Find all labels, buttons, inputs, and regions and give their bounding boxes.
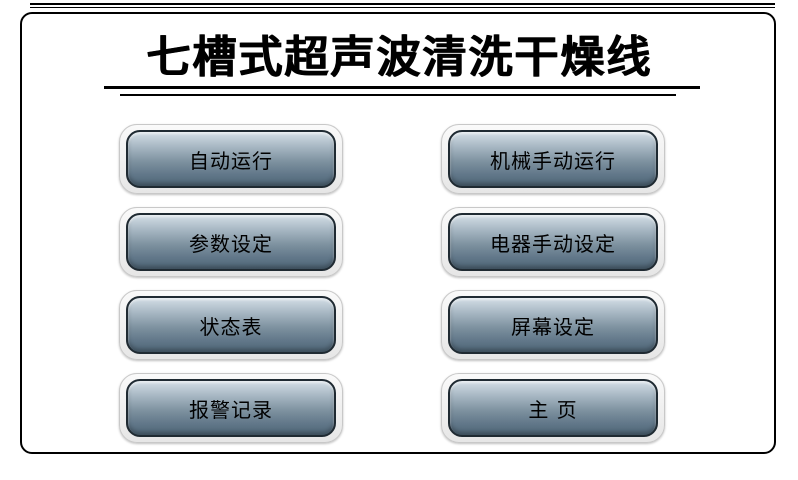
auto-run-button[interactable]: 自动运行 [126, 130, 336, 188]
status-table-label: 状态表 [199, 314, 263, 339]
screen-settings-label: 屏幕设定 [511, 314, 595, 339]
parameter-settings-button-frame: 参数设定 [119, 207, 343, 277]
home-button[interactable]: 主 页 [448, 379, 658, 437]
mechanical-manual-button-frame: 机械手动运行 [441, 124, 665, 194]
screen-settings-button-frame: 屏幕设定 [441, 290, 665, 360]
top-decor-line-thin [30, 7, 775, 8]
mechanical-manual-button[interactable]: 机械手动运行 [448, 130, 658, 188]
top-decor-line [30, 3, 775, 5]
alarm-log-label: 报警记录 [189, 397, 273, 422]
parameter-settings-button[interactable]: 参数设定 [126, 213, 336, 271]
status-table-button[interactable]: 状态表 [126, 296, 336, 354]
auto-run-button-frame: 自动运行 [119, 124, 343, 194]
home-label: 主 页 [528, 397, 578, 422]
home-button-frame: 主 页 [441, 373, 665, 443]
title-underline-secondary [120, 94, 676, 96]
page-title: 七槽式超声波清洗干燥线 [146, 32, 652, 83]
mechanical-manual-label: 机械手动运行 [490, 148, 616, 173]
screen-settings-button[interactable]: 屏幕设定 [448, 296, 658, 354]
electrical-manual-button-frame: 电器手动设定 [441, 207, 665, 277]
parameter-settings-label: 参数设定 [189, 231, 273, 256]
electrical-manual-label: 电器手动设定 [490, 231, 616, 256]
electrical-manual-button[interactable]: 电器手动设定 [448, 213, 658, 271]
alarm-log-button[interactable]: 报警记录 [126, 379, 336, 437]
status-table-button-frame: 状态表 [119, 290, 343, 360]
auto-run-label: 自动运行 [189, 148, 273, 173]
title-underline [104, 86, 700, 89]
alarm-log-button-frame: 报警记录 [119, 373, 343, 443]
